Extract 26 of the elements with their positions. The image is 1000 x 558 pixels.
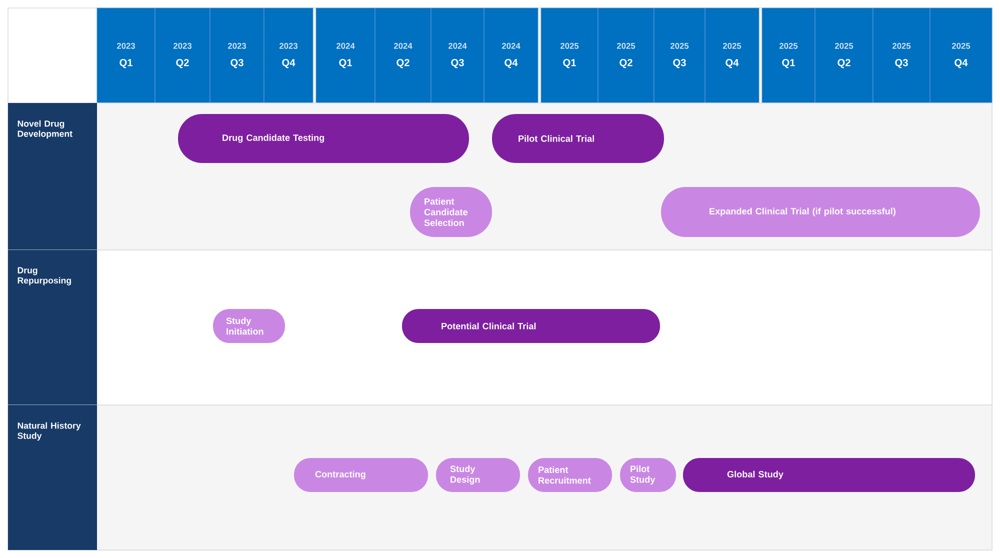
timeline-bar: Pilot Study bbox=[620, 458, 676, 492]
quarter-header-cell: 2025 Q4 bbox=[704, 8, 760, 104]
quarter-header-cell: 2024 Q1 bbox=[316, 8, 376, 104]
timeline-bar: Global Study bbox=[683, 458, 975, 492]
timeline-bar: Drug Candidate Testing bbox=[178, 114, 469, 163]
quarter-header-cell: 2024 Q2 bbox=[374, 8, 432, 104]
quarter-header-cell: 2023 Q2 bbox=[154, 8, 210, 104]
quarter-header-cell: 2023 Q4 bbox=[264, 8, 314, 104]
timeline-bar: Contracting bbox=[294, 458, 428, 492]
timeline-bar: Patient Candidate Selection bbox=[410, 187, 492, 237]
quarter-header-cell: 2023 Q1 bbox=[96, 8, 156, 104]
quarter-header-cell: 2024 Q4 bbox=[484, 8, 538, 104]
quarter-header-cell: 2024 Q3 bbox=[430, 8, 484, 104]
quarter-header-cell: 2023 Q3 bbox=[210, 8, 264, 104]
quarter-header-cell: 2025 Q1 bbox=[762, 8, 816, 104]
timeline-bar: Potential Clinical Trial bbox=[402, 309, 660, 343]
quarter-header-cell: 2025 Q2 bbox=[598, 8, 654, 104]
timeline-bar: Pilot Clinical Trial bbox=[492, 114, 664, 163]
timeline-bar: Expanded Clinical Trial (if pilot successful) bbox=[661, 187, 980, 237]
timeline-bar: Study Design bbox=[436, 458, 520, 492]
quarter-header-cell: 2025 Q2 bbox=[814, 8, 874, 104]
timeline-bar: Patient Recruitment bbox=[528, 458, 612, 492]
quarter-header-cell: 2025 Q3 bbox=[872, 8, 930, 104]
quarter-header-cell: 2025 Q4 bbox=[930, 8, 992, 104]
quarter-header-cell: 2025 Q1 bbox=[540, 8, 598, 104]
quarter-header-cell: 2025 Q3 bbox=[654, 8, 706, 104]
